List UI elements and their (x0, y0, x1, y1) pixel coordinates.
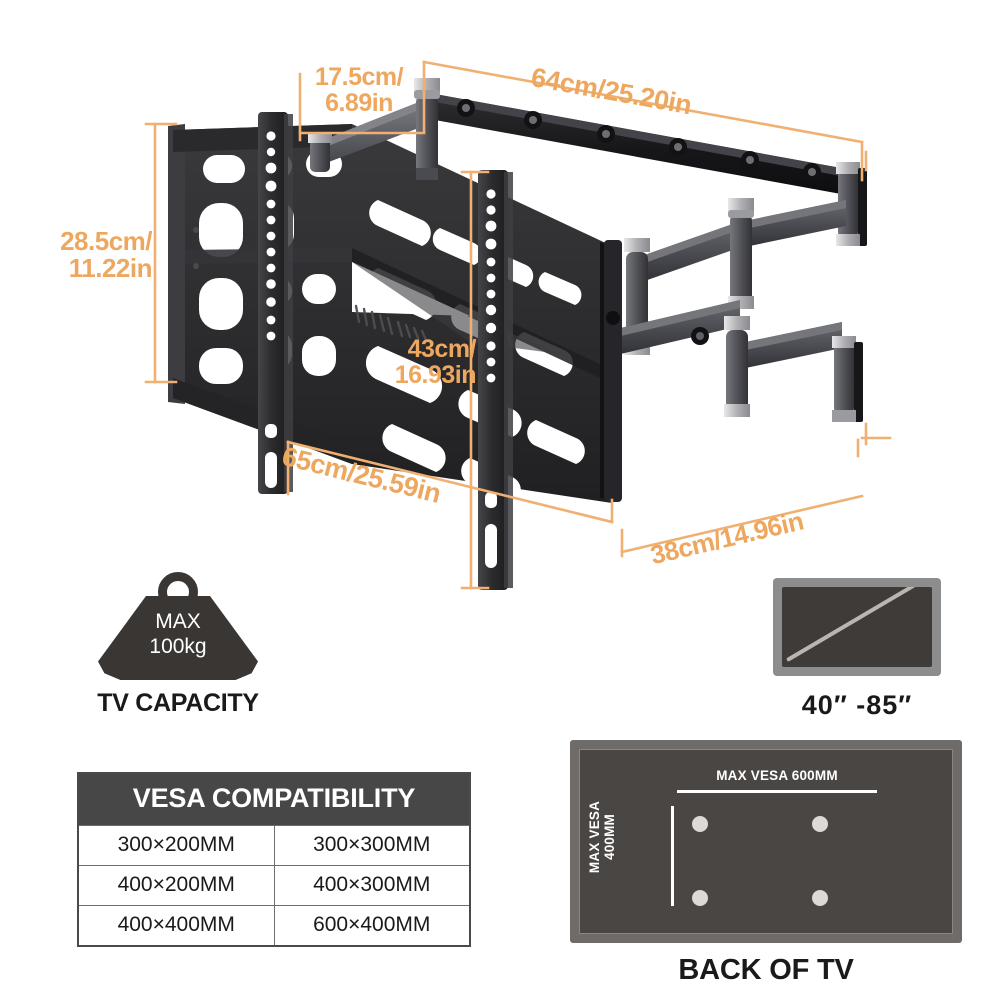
back-of-tv-frame: MAX VESA 600MM MAX VESA 400MM (570, 740, 962, 943)
vertical-rail-left (258, 112, 293, 494)
max-vesa-vertical-label: MAX VESA 400MM (587, 800, 617, 874)
vesa-cell: 400×300MM (273, 865, 469, 905)
vesa-table-title: VESA COMPATIBILITY (79, 774, 469, 825)
table-row: 300×200MM 300×300MM (79, 825, 469, 865)
extension-arm-upper-mid (624, 198, 846, 355)
capacity-max-word: MAX (155, 610, 201, 633)
wall-plate-right-hinge-upper (836, 162, 867, 246)
tv-screen-icon (773, 578, 941, 676)
vesa-hole (692, 816, 708, 832)
vertical-rail-right (478, 170, 513, 590)
tv-capacity-label: TV CAPACITY (97, 689, 259, 717)
back-of-tv-surface: MAX VESA 600MM MAX VESA 400MM (579, 749, 953, 934)
max-vesa-horizontal-line (677, 790, 877, 793)
tv-bracket-panel (168, 124, 612, 503)
vesa-hole (812, 816, 828, 832)
bracket-pivot-column (604, 240, 622, 502)
vesa-cell: 300×200MM (79, 825, 274, 865)
dimension-label-plate-height: 28.5cm/ 11.22in (60, 226, 152, 284)
weight-icon: MAX 100kg (98, 572, 258, 680)
capacity-weight-value: 100kg (149, 634, 207, 658)
back-of-tv-block: MAX VESA 600MM MAX VESA 400MM BACK OF TV (570, 740, 962, 987)
table-row: 400×400MM 600×400MM (79, 905, 469, 945)
tv-mount-illustration (168, 78, 867, 590)
brand-logo-emboss (354, 304, 428, 342)
dimension-label-bracket-height: 43cm/ 16.93in (394, 335, 477, 390)
vesa-cell: 300×300MM (273, 825, 469, 865)
vesa-cell: 400×200MM (79, 865, 274, 905)
tv-capacity-block: MAX 100kg TV CAPACITY (62, 572, 294, 718)
extension-arm-lower (612, 300, 842, 417)
dimension-label-plate-depth: 17.5cm/ 6.89in (314, 63, 404, 118)
max-vesa-horizontal-label: MAX VESA 600MM (716, 768, 838, 783)
tv-screen-surface (782, 587, 932, 667)
max-vesa-vertical-line (671, 806, 674, 906)
tv-diagonal-line (785, 587, 923, 663)
wall-plate-right-hinge-lower (832, 336, 863, 422)
table-row: 400×200MM 400×300MM (79, 865, 469, 905)
vesa-hole (692, 890, 708, 906)
vesa-cell: 600×400MM (273, 905, 469, 945)
vesa-compatibility-table: VESA COMPATIBILITY 300×200MM 300×300MM 4… (77, 772, 471, 947)
tv-size-label: 40″ -85″ (801, 690, 913, 720)
back-of-tv-caption: BACK OF TV (678, 954, 854, 986)
vesa-cell: 400×400MM (79, 905, 274, 945)
tv-size-block: 40″ -85″ (762, 578, 952, 721)
vesa-hole (812, 890, 828, 906)
weight-icon-text: MAX 100kg (98, 610, 258, 660)
